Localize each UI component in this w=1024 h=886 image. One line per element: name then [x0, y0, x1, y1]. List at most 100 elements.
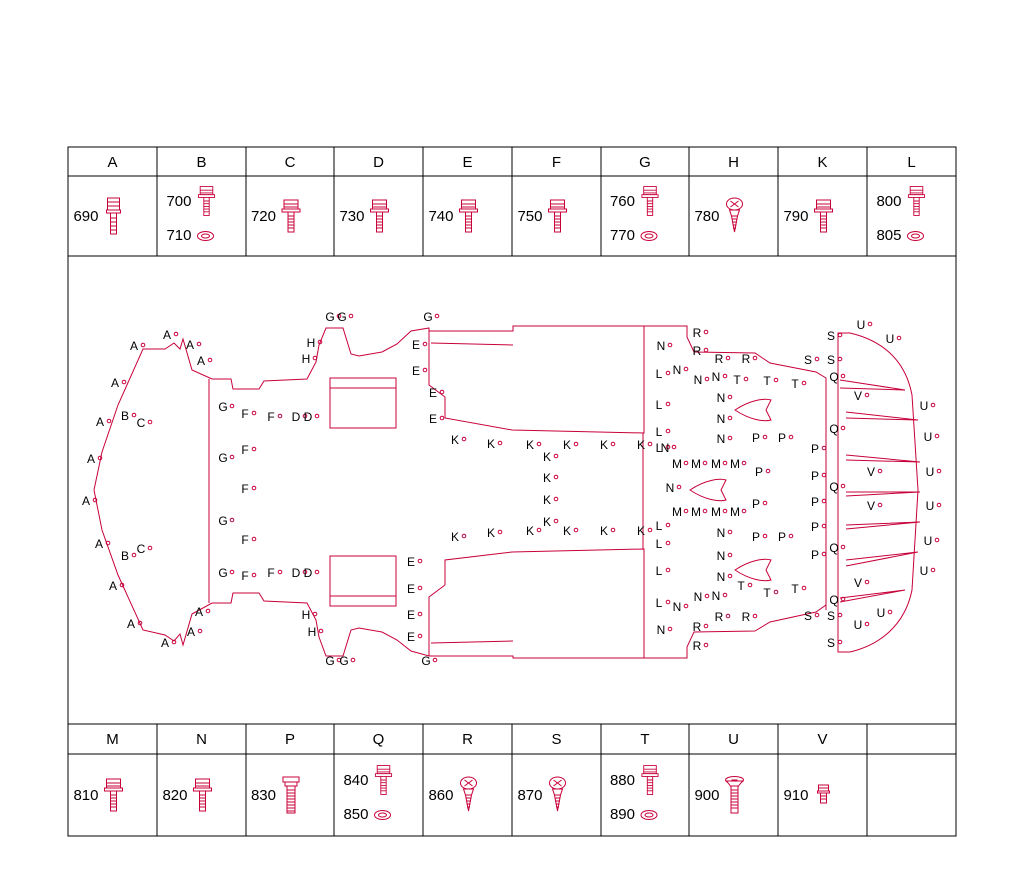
- fastener-hole: [821, 523, 827, 529]
- callout-label-t: T: [791, 377, 799, 391]
- callout-label-g: G: [421, 654, 430, 668]
- callout-label-f: F: [267, 410, 274, 424]
- countersunk-screw-icon: [724, 775, 745, 814]
- fastener-hole: [896, 335, 902, 341]
- fastener-hole: [171, 639, 177, 645]
- callout-label-k: K: [637, 438, 645, 452]
- fastener-hole: [553, 496, 559, 502]
- legend-letter: S: [551, 731, 561, 748]
- fastener-hole: [312, 355, 318, 361]
- callout-label-m: M: [672, 457, 682, 471]
- callout-label-k: K: [487, 526, 495, 540]
- part-number: 805: [876, 227, 901, 244]
- fastener-hole: [610, 527, 616, 533]
- fastener-hole: [251, 485, 257, 491]
- fastener-hole: [788, 533, 794, 539]
- fastener-hole: [821, 445, 827, 451]
- fastener-hole: [97, 455, 103, 461]
- fastener-hole: [497, 440, 503, 446]
- callout-label-g: G: [337, 310, 346, 324]
- fastener-hole: [837, 612, 843, 618]
- fastener-hole: [727, 573, 733, 579]
- fastener-hole: [840, 544, 846, 550]
- fastener-hole: [417, 633, 423, 639]
- fastener-hole: [251, 446, 257, 452]
- fastener-hole: [762, 434, 768, 440]
- callout-label-u: U: [877, 606, 886, 620]
- callout-label-f: F: [241, 482, 248, 496]
- callout-label-u: U: [857, 318, 866, 332]
- legend-letter: U: [728, 731, 739, 748]
- callout-label-a: A: [187, 625, 195, 639]
- callout-label-a: A: [186, 338, 194, 352]
- callout-label-s: S: [827, 329, 835, 343]
- fastener-hole: [665, 370, 671, 376]
- fastener-hole: [336, 313, 342, 319]
- fastener-hole: [314, 413, 320, 419]
- fastener-hole: [497, 529, 503, 535]
- callout-label-d: D: [304, 566, 313, 580]
- fastener-hole: [801, 585, 807, 591]
- part-number: 790: [783, 208, 808, 225]
- fastener-hole: [934, 537, 940, 543]
- phillips-screw-icon: [725, 197, 744, 233]
- fastener-hole: [671, 444, 677, 450]
- part-number: 830: [251, 787, 276, 804]
- fastener-hole: [439, 415, 445, 421]
- callout-label-l: L: [656, 398, 663, 412]
- fastener-hole: [722, 508, 728, 514]
- callout-label-t: T: [763, 586, 771, 600]
- fastener-hole: [864, 579, 870, 585]
- fastener-hole: [762, 500, 768, 506]
- callout-label-u: U: [924, 534, 933, 548]
- callout-label-v: V: [867, 499, 875, 513]
- legend-letter: R: [462, 731, 473, 748]
- callout-label-t: T: [791, 582, 799, 596]
- fastener-hole: [722, 460, 728, 466]
- fastener-hole: [821, 472, 827, 478]
- fastener-hole: [302, 569, 308, 575]
- washer-icon: [196, 230, 215, 242]
- callout-label-h: H: [308, 625, 317, 639]
- fastener-hole: [318, 628, 324, 634]
- fastener-hole: [683, 508, 689, 514]
- flange-bolt-icon: [641, 186, 659, 216]
- part-number: 710: [166, 227, 191, 244]
- callout-label-d: D: [292, 410, 301, 424]
- fastener-hole: [727, 552, 733, 558]
- fastener-hole: [727, 529, 733, 535]
- fastener-hole: [741, 460, 747, 466]
- callout-label-c: C: [137, 416, 146, 430]
- fastener-hole: [553, 453, 559, 459]
- callout-label-v: V: [854, 576, 862, 590]
- callout-label-u: U: [920, 564, 929, 578]
- part-number: 810: [73, 787, 98, 804]
- callout-label-k: K: [543, 471, 551, 485]
- callout-label-k: K: [451, 433, 459, 447]
- fastener-hole: [821, 551, 827, 557]
- fastener-hole: [722, 592, 728, 598]
- callout-label-p: P: [752, 497, 760, 511]
- callout-label-h: H: [307, 336, 316, 350]
- callout-label-n: N: [717, 412, 726, 426]
- callout-label-n: N: [657, 339, 666, 353]
- callout-label-n: N: [717, 570, 726, 584]
- fastener-hole: [752, 613, 758, 619]
- callout-label-k: K: [487, 437, 495, 451]
- fastener-hole: [553, 474, 559, 480]
- legend-letter: A: [107, 154, 117, 171]
- callout-label-e: E: [407, 608, 415, 622]
- callout-label-k: K: [637, 524, 645, 538]
- flange-bolt-icon: [103, 778, 124, 812]
- fastener-hole: [683, 366, 689, 372]
- fastener-hole: [131, 412, 137, 418]
- fastener-hole: [752, 355, 758, 361]
- flange-bolt-icon: [907, 186, 926, 216]
- callout-label-q: Q: [829, 480, 838, 494]
- callout-label-a: A: [87, 452, 95, 466]
- fastener-hole: [432, 657, 438, 663]
- part-number: 780: [694, 208, 719, 225]
- callout-label-a: A: [82, 494, 90, 508]
- part-number: 890: [610, 806, 635, 823]
